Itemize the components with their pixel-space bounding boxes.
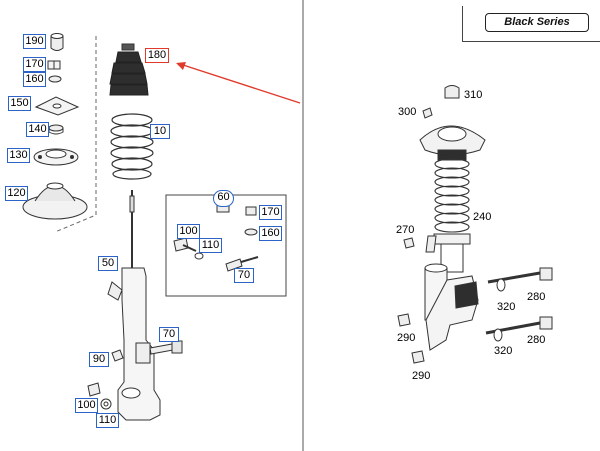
callout-130[interactable]: 130 (7, 148, 30, 163)
assembled-strut (397, 85, 486, 364)
series-badge-frame: Black Series (462, 6, 600, 42)
bellows-boot-part (109, 43, 149, 96)
series-badge: Black Series (485, 13, 589, 32)
callout-160-kit[interactable]: 160 (259, 226, 282, 241)
nut-washer-part (111, 349, 124, 362)
nut-part (47, 60, 61, 70)
callout-110-kit[interactable]: 110 (199, 238, 222, 253)
coil-spring-part (110, 113, 154, 180)
callout-100[interactable]: 100 (75, 398, 98, 413)
label-300: 300 (398, 106, 417, 118)
callout-140[interactable]: 140 (26, 122, 49, 137)
callout-170-kit[interactable]: 170 (259, 205, 282, 220)
label-270: 270 (396, 224, 415, 236)
callout-100-kit[interactable]: 100 (177, 224, 200, 239)
mount-part (33, 148, 79, 166)
label-240: 240 (473, 211, 492, 223)
bump-cap-part (50, 33, 64, 51)
callout-180[interactable]: 180 (145, 48, 169, 63)
highlight-arrow (176, 62, 301, 104)
label-320-upper: 320 (497, 301, 516, 313)
callout-110[interactable]: 110 (96, 413, 119, 428)
callout-120[interactable]: 120 (5, 186, 28, 201)
label-310: 310 (464, 89, 483, 101)
label-280-lower: 280 (527, 334, 546, 346)
callout-50[interactable]: 50 (98, 256, 118, 271)
callout-170[interactable]: 170 (23, 57, 46, 72)
label-320-lower: 320 (494, 345, 513, 357)
washer-part (48, 75, 62, 83)
bolt-280-upper (487, 267, 553, 292)
mount-group-outline (54, 36, 97, 233)
callout-70-kit[interactable]: 70 (234, 268, 254, 283)
callout-10[interactable]: 10 (150, 124, 170, 139)
callout-160[interactable]: 160 (23, 72, 46, 87)
label-290-upper: 290 (397, 332, 416, 344)
callout-70[interactable]: 70 (159, 327, 179, 342)
support-bearing-part (22, 182, 88, 220)
callout-90[interactable]: 90 (89, 352, 109, 367)
label-280-upper: 280 (527, 291, 546, 303)
callout-60[interactable]: 60 (213, 190, 234, 207)
plate-part (34, 96, 80, 116)
bolt-280-lower (485, 316, 553, 342)
callout-150[interactable]: 150 (8, 96, 31, 111)
label-290-lower: 290 (412, 370, 431, 382)
bolt-part (149, 340, 183, 355)
bushing-part (48, 124, 64, 135)
callout-190[interactable]: 190 (23, 34, 46, 49)
lower-bolt-part (87, 382, 112, 410)
strut-assembly-part (107, 190, 161, 421)
